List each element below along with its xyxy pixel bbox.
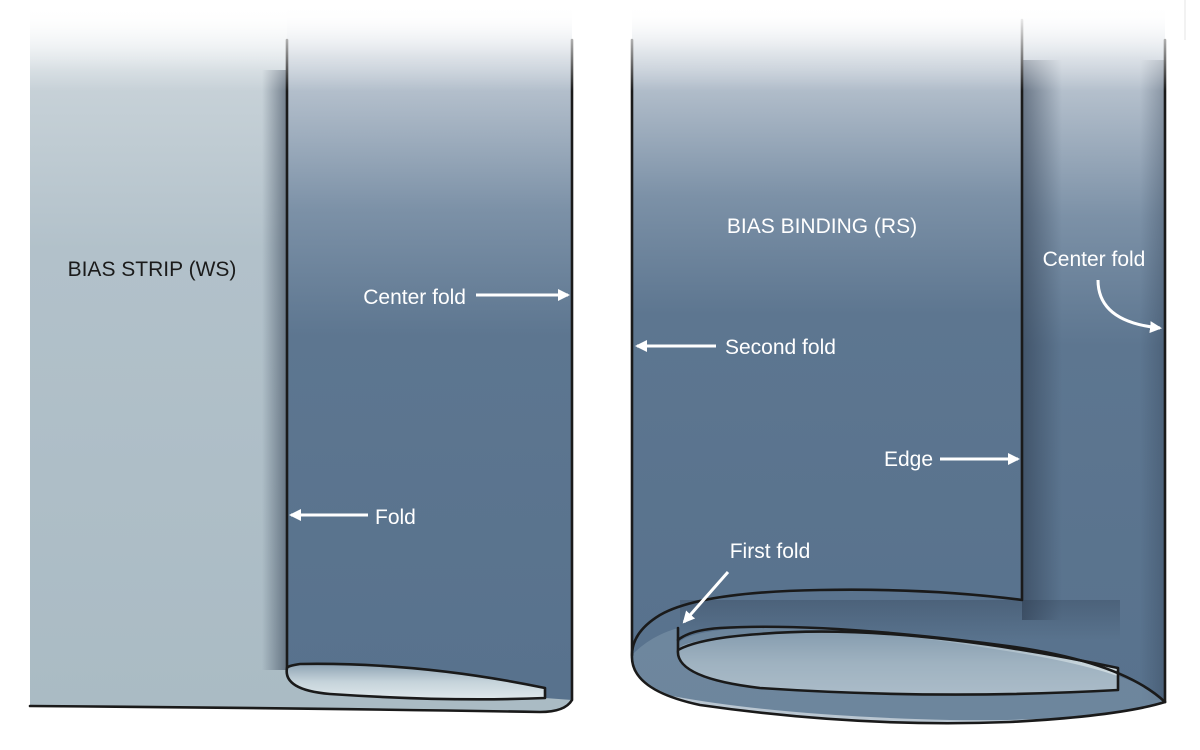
second-fold-label: Second fold [725,336,836,359]
fold-loop-inside [286,663,545,700]
panel-gap [600,0,630,750]
first-fold-label: First fold [730,540,811,563]
second-fold-loop-band [631,627,1165,724]
left-center-fold-line [28,38,574,714]
right-center-fold-label: Center fold [1043,248,1146,271]
left-loop-outline [285,662,547,701]
left-center-fold-label: Center fold [363,286,466,309]
left-panel-title: BIAS STRIP (WS) [68,258,237,281]
left-panel: BIAS STRIP (WS) Center fold Fold [0,0,630,750]
right-center-fold-arrow [1096,279,1162,334]
right-panel: BIAS BINDING (RS) Center fold Second fol… [628,0,1200,725]
right-panel-title: BIAS BINDING (RS) [727,215,917,238]
left-top-fade [0,0,600,260]
second-fold-line [630,38,1167,725]
first-fold-loop-outline [676,626,1120,696]
first-fold-arrow [682,571,730,624]
left-fold-label: Fold [375,506,416,529]
edge-line [630,18,1024,657]
outer-loop-inner-outline [676,625,1167,704]
edge-label: Edge [884,448,933,471]
right-top-fade [628,0,1200,260]
